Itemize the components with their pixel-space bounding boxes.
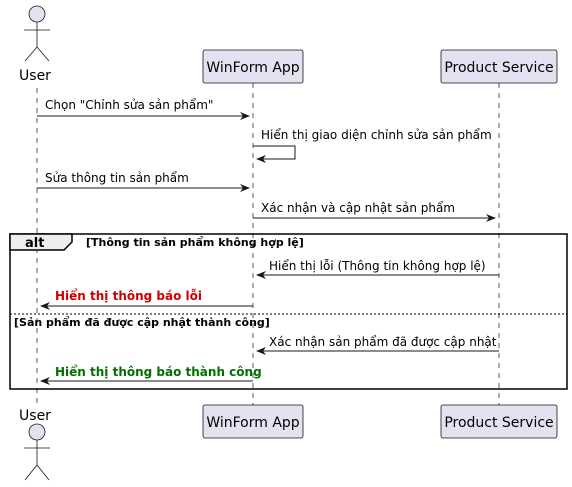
participant-winform-top: WinForm App (202, 49, 304, 84)
participant-service-label-top: Product Service (444, 60, 553, 76)
alt-guard-2: [Sản phẩm đã được cập nhật thành công] (14, 316, 270, 329)
participant-user-label-top: User (19, 68, 51, 84)
alt-fragment (9, 233, 568, 390)
participant-service-bottom: Product Service (440, 404, 558, 439)
message-7-label: Xác nhận sản phẩm đã được cập nhật (269, 335, 497, 349)
message-6-label: Hiển thị thông báo lỗi (55, 288, 202, 303)
participant-service-label-bottom: Product Service (444, 415, 553, 431)
participant-service-top: Product Service (440, 49, 558, 84)
message-8-label: Hiển thị thông báo thành công (55, 364, 262, 379)
user-actor-icon-top (24, 5, 50, 62)
message-5-label: Hiển thị lỗi (Thông tin không hợp lệ) (269, 259, 486, 273)
message-1-label: Chọn "Chỉnh sửa sản phẩm" (45, 98, 213, 112)
participant-winform-label-bottom: WinForm App (206, 415, 299, 431)
message-4-label: Xác nhận và cập nhật sản phẩm (261, 201, 455, 215)
alt-keyword: alt (25, 236, 44, 251)
user-actor-icon-bottom (24, 423, 50, 481)
participant-winform-label-top: WinForm App (206, 60, 299, 76)
participant-winform-bottom: WinForm App (202, 404, 304, 439)
message-2-arrow (253, 145, 296, 163)
message-3-label: Sửa thông tin sản phẩm (45, 171, 189, 185)
participant-user-label-bottom: User (19, 408, 51, 424)
message-2-label: Hiển thị giao diện chỉnh sửa sản phẩm (261, 128, 492, 142)
alt-guard-1: [Thông tin sản phẩm không hợp lệ] (86, 236, 304, 249)
